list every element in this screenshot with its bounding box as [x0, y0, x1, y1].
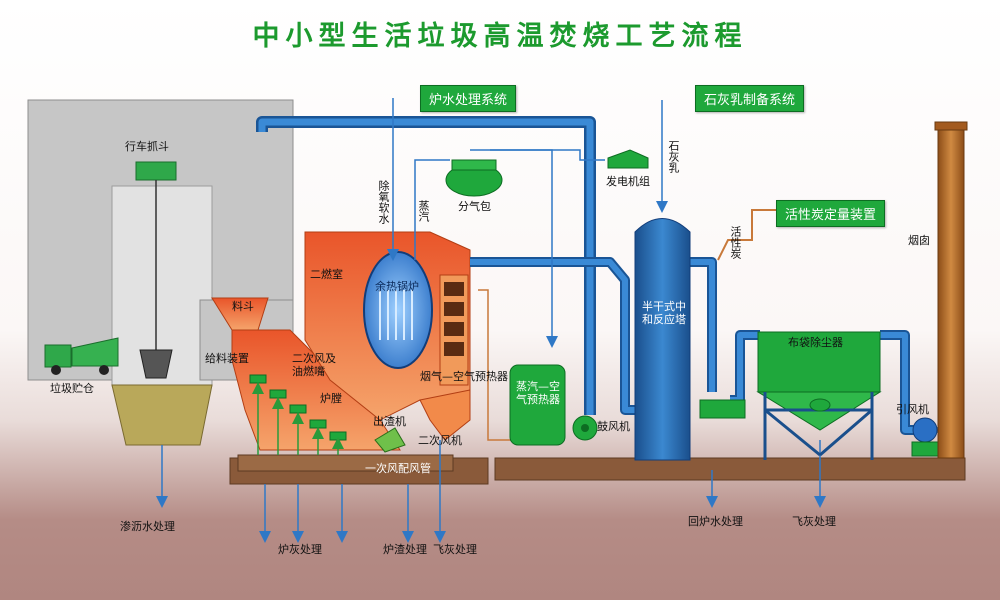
label-slag-treatment: 炉渣处理: [383, 543, 427, 556]
bag-filter-valve: [809, 398, 831, 412]
slag-remover: [374, 427, 406, 453]
label-bag-filter: 布袋除尘器: [788, 336, 843, 349]
generator-set: [607, 149, 649, 169]
label-lime-milk: 石灰乳: [667, 140, 680, 173]
thin-lines: [387, 98, 826, 508]
grab-bucket-icon: [139, 349, 173, 379]
air-up-arrows: [252, 382, 344, 455]
label-activated-carbon: 活性炭: [729, 226, 742, 259]
label-waste-heat-boiler: 余热锅炉: [375, 280, 419, 293]
chimney: [937, 124, 965, 459]
lime-milk-system-box: 石灰乳制备系统: [695, 85, 805, 112]
boiler-water-system-box: 炉水处理系统: [420, 85, 517, 112]
semi-dry-tower: [634, 218, 691, 461]
chimney-cap: [934, 121, 968, 131]
steam-air-preheater: [509, 364, 566, 446]
refuse-pit: [111, 384, 213, 446]
crane-trolley: [135, 161, 177, 181]
induced-fan-icon: [911, 417, 939, 457]
label-semi-dry-tower: 半干式中和反应塔: [642, 300, 686, 326]
label-return-water: 回炉水处理: [688, 515, 743, 528]
label-primary-air-duct: 一次风配风管: [365, 462, 431, 475]
label-feeder: 给料装置: [205, 352, 249, 365]
waste-heat-boiler: [363, 251, 433, 369]
preheater-feed-line: [478, 289, 515, 441]
label-second-chamber: 二燃室: [310, 268, 343, 281]
label-furnace: 炉膛: [320, 392, 342, 405]
fan-icon: [572, 415, 598, 441]
bag-filter: [757, 331, 881, 393]
ground-slab-right: [494, 457, 966, 481]
label-fly-ash-treatment-1: 飞灰处理: [433, 543, 477, 556]
activated-carbon-box: 活性炭定量装置: [776, 200, 886, 227]
label-deaerated-water: 除氧软水: [377, 180, 390, 224]
label-blower: 鼓风机: [597, 420, 630, 433]
label-hopper: 料斗: [232, 300, 254, 313]
boiler-coil: [379, 290, 413, 340]
label-leachate: 渗沥水处理: [120, 520, 175, 533]
air-down-arrows: [259, 440, 446, 543]
primary-air-duct: [237, 454, 454, 472]
furnace-grate: [231, 329, 401, 451]
label-chimney: 烟囱: [908, 234, 930, 247]
label-steam-drum: 分气包: [458, 200, 491, 213]
chamber-outlet: [419, 389, 471, 441]
label-generator-set: 发电机组: [606, 175, 650, 188]
label-slag-remover: 出渣机: [373, 415, 406, 428]
pipes: [256, 116, 945, 435]
label-flue-gas-air-preheater: 烟气—空气预热器: [420, 370, 508, 383]
label-steam: 蒸汽: [417, 200, 430, 222]
page-title: 中小型生活垃圾高温焚烧工艺流程: [252, 21, 748, 52]
label-second-air-oil-burner: 二次风及 油燃嘴: [292, 352, 336, 378]
label-induced-fan: 引风机: [896, 403, 929, 416]
truck-icon: [44, 337, 119, 375]
steam-drum-top: [451, 159, 497, 171]
label-refuse-pit: 垃圾贮仓: [50, 382, 94, 395]
activated-carbon-line: [717, 209, 776, 261]
label-secondary-fan: 二次风机: [418, 434, 462, 447]
label-steam-air-preheater: 蒸汽—空气预热器: [516, 380, 560, 406]
label-crane-grab: 行车抓斗: [125, 140, 169, 153]
flue-gas-exchanger: [439, 274, 469, 386]
tower-chute: [699, 399, 746, 419]
label-fly-ash-treatment-2: 飞灰处理: [792, 515, 836, 528]
label-ash-treatment: 炉灰处理: [278, 543, 322, 556]
